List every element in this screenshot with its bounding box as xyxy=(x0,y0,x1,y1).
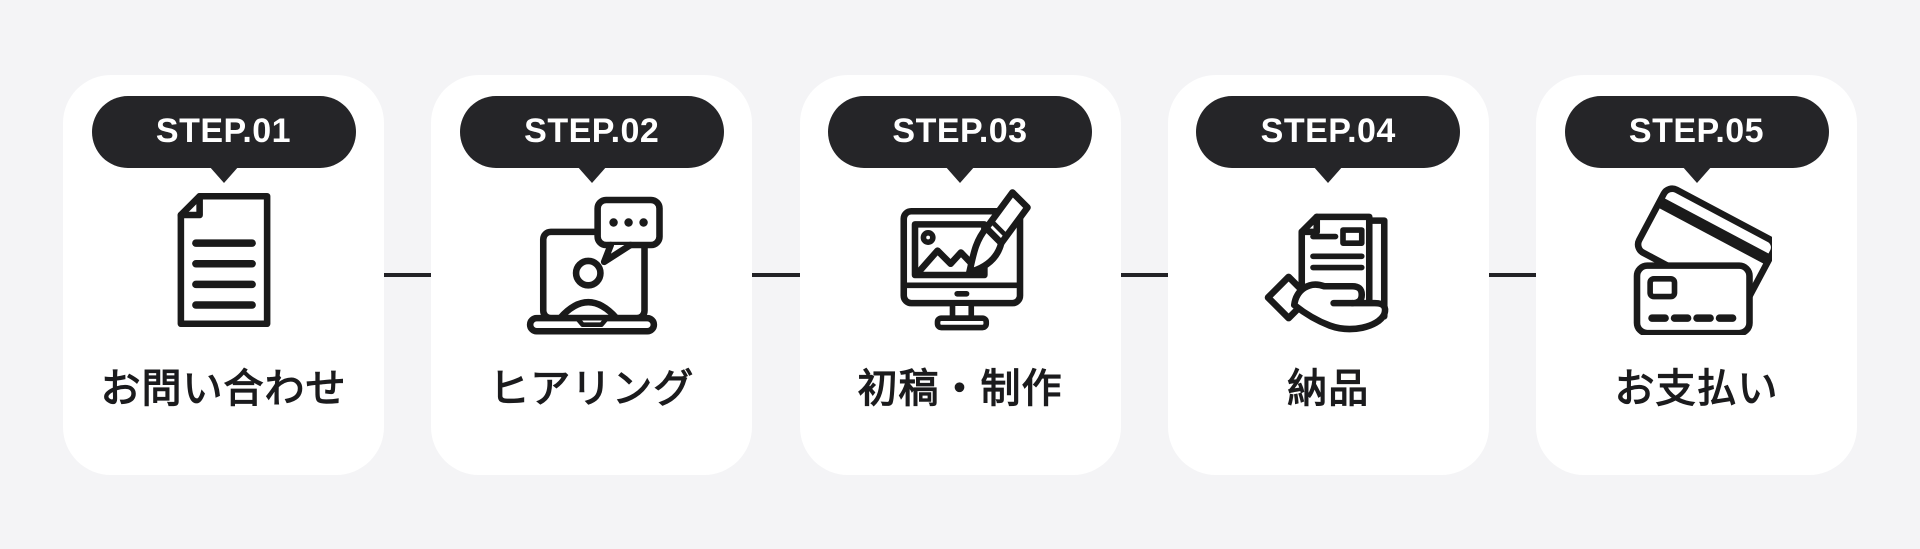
step-badge: STEP.05 xyxy=(1564,95,1829,183)
step-label: 納品 xyxy=(1287,366,1370,411)
badge-pointer xyxy=(1313,165,1344,183)
step-badge-label: STEP.04 xyxy=(1260,112,1396,150)
step-connector xyxy=(384,272,432,277)
step-badge: STEP.04 xyxy=(1196,95,1461,183)
step-card-3: STEP.03 初稿・制作 xyxy=(799,74,1121,475)
step-badge-label: STEP.02 xyxy=(524,112,660,150)
step-badge: STEP.02 xyxy=(459,95,724,183)
hearing-laptop-chat-icon xyxy=(512,184,672,336)
delivery-hand-document-icon xyxy=(1248,184,1408,336)
design-monitor-brush-icon xyxy=(880,184,1040,336)
step-card-4: STEP.04 納品 xyxy=(1167,74,1489,475)
badge-pointer xyxy=(576,165,607,183)
step-connector xyxy=(1488,272,1536,277)
step-connector xyxy=(1120,272,1168,277)
step-badge-label: STEP.03 xyxy=(892,112,1028,150)
step-label: お問い合わせ xyxy=(100,366,347,411)
step-label: 初稿・制作 xyxy=(857,366,1063,411)
step-card-1: STEP.01 お問い合わせ xyxy=(63,74,384,475)
inquiry-document-icon xyxy=(144,184,304,336)
step-card-5: STEP.05 お支払い xyxy=(1536,74,1857,475)
step-badge-label: STEP.01 xyxy=(155,112,292,150)
step-card-2: STEP.02 ヒアリング xyxy=(431,74,753,475)
step-connector xyxy=(752,272,800,277)
step-label: ヒアリング xyxy=(489,366,695,411)
payment-credit-cards-icon xyxy=(1617,184,1777,336)
step-label: お支払い xyxy=(1614,366,1779,411)
badge-pointer xyxy=(208,165,239,183)
step-badge-label: STEP.05 xyxy=(1628,112,1765,150)
step-badge: STEP.01 xyxy=(91,95,356,183)
badge-pointer xyxy=(1681,165,1712,183)
step-badge: STEP.03 xyxy=(828,95,1092,183)
badge-pointer xyxy=(945,165,975,183)
